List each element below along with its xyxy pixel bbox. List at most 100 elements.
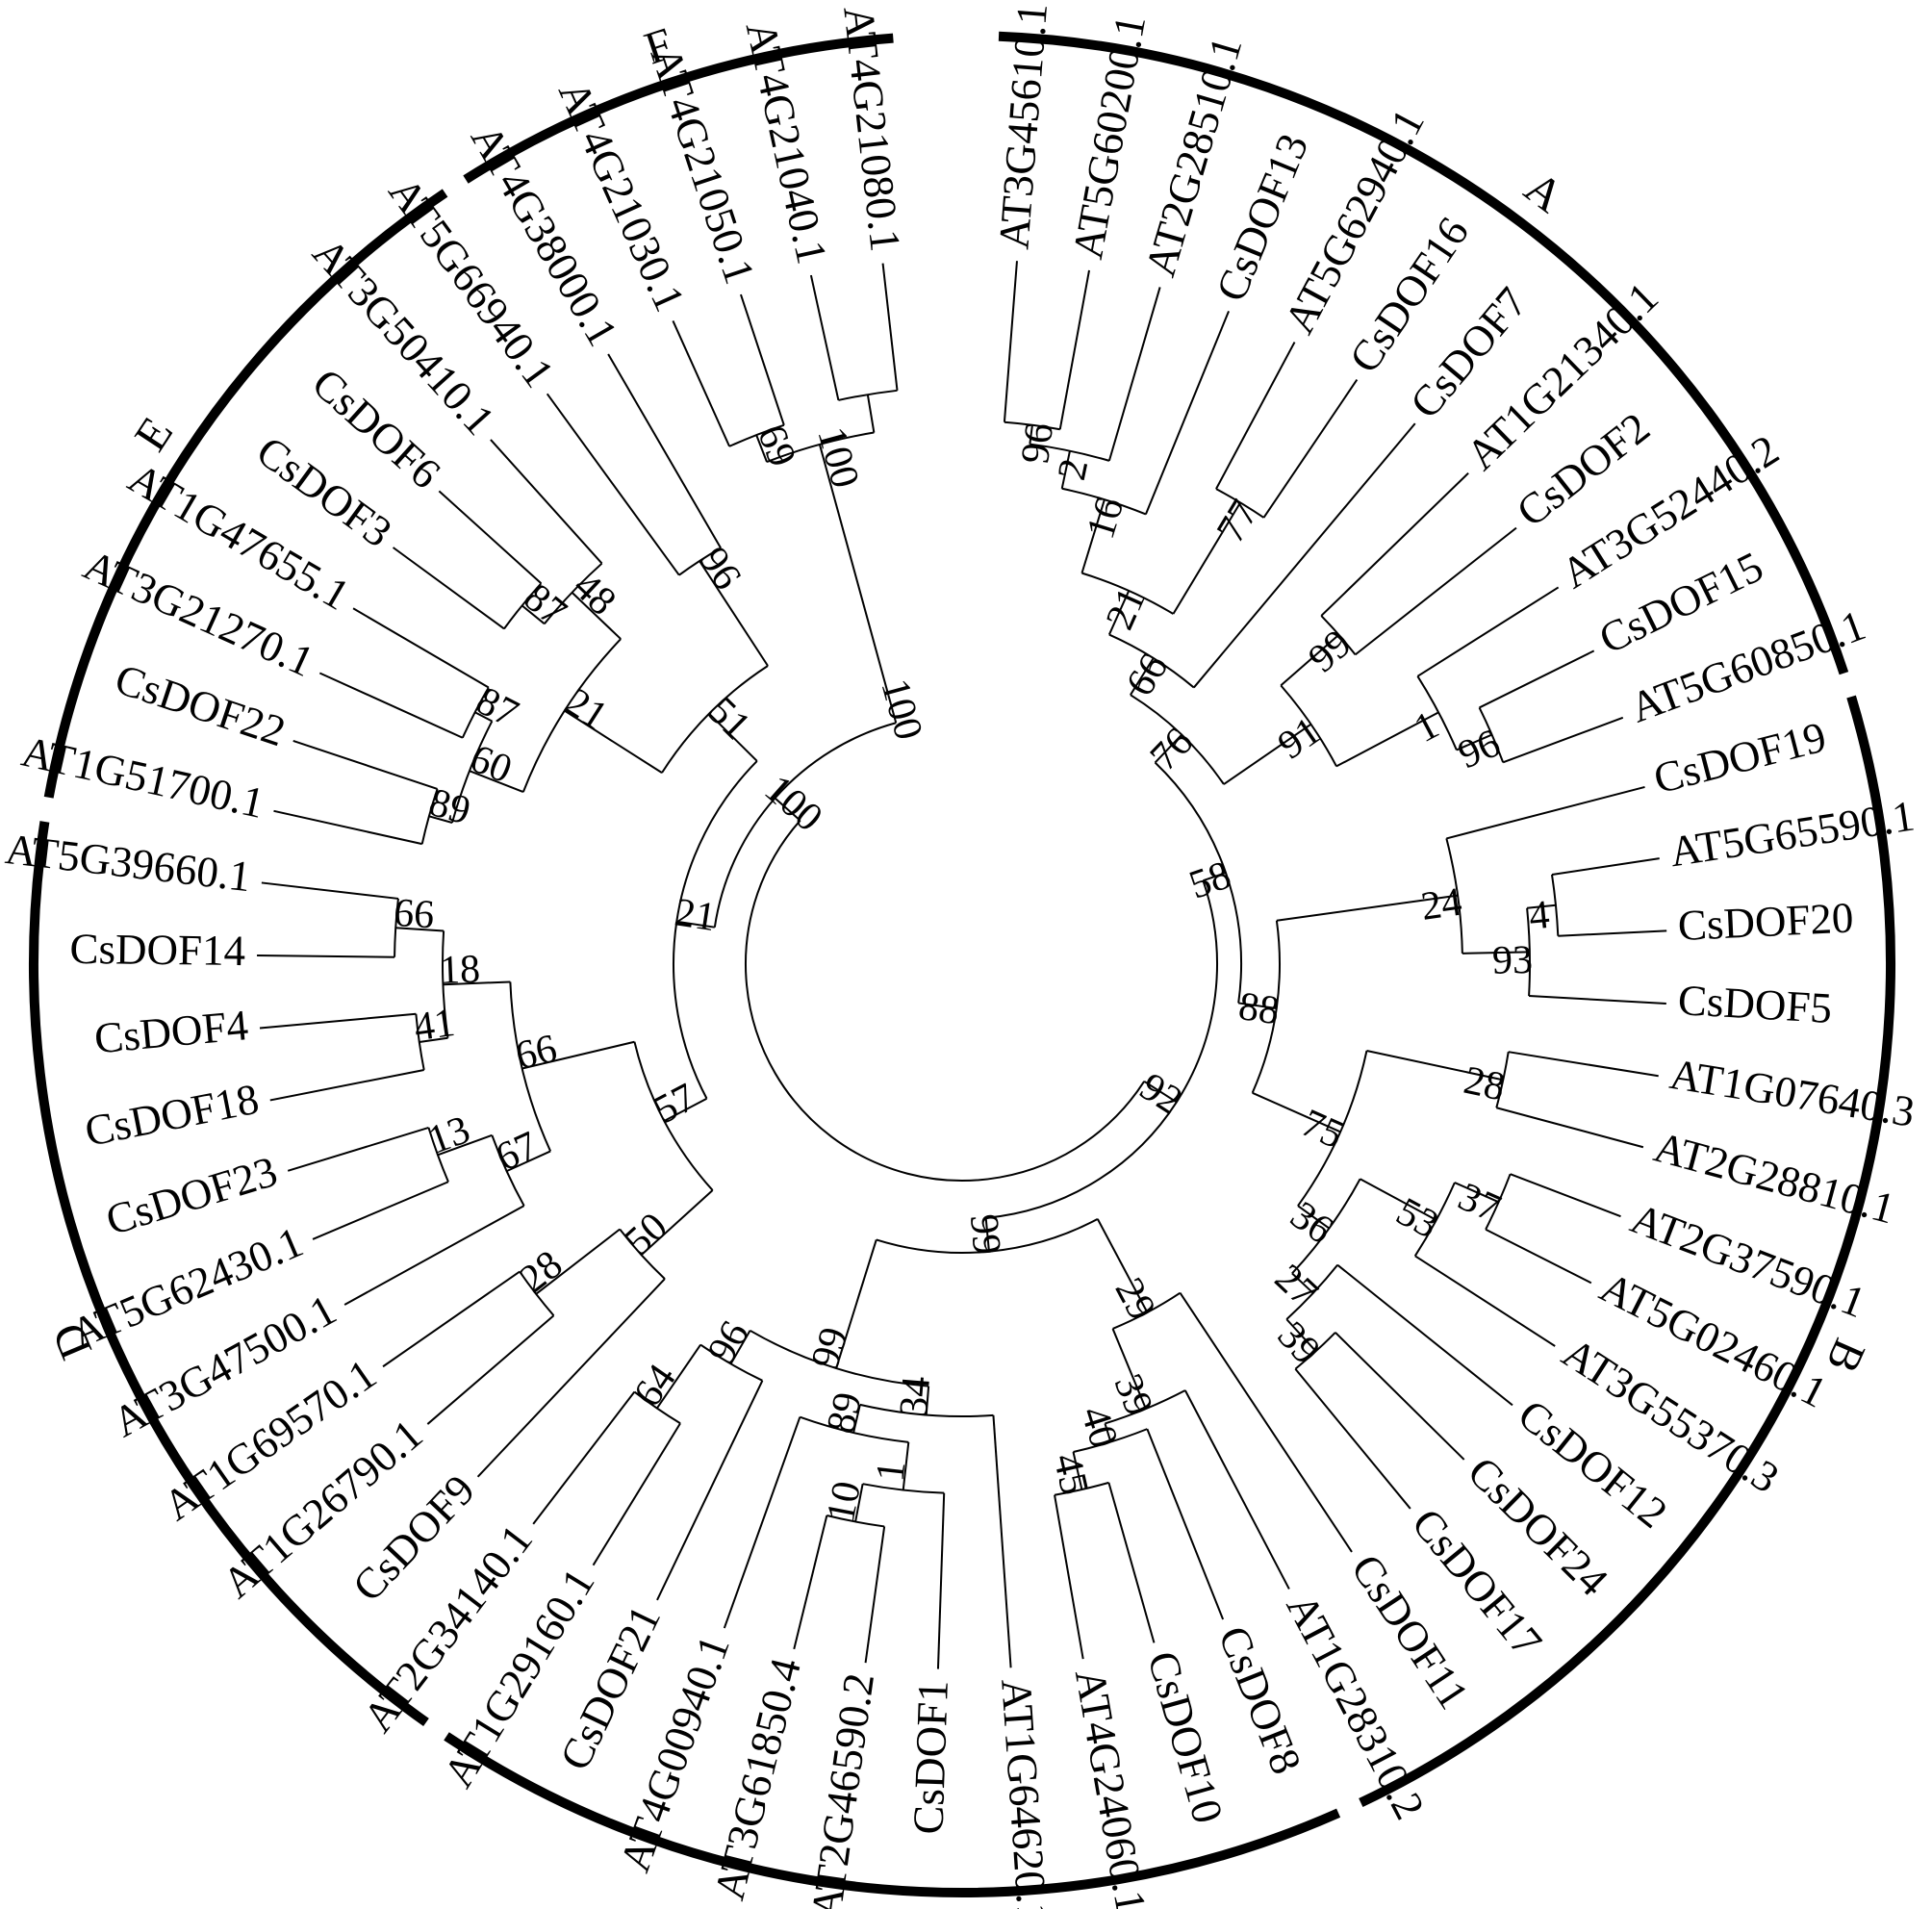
leaf-branch [1107, 1482, 1156, 1643]
leaf-branch [261, 881, 399, 900]
internal-branch [852, 1404, 861, 1434]
internal-branch [1297, 1205, 1331, 1230]
internal-branch [1080, 498, 1106, 573]
leaf-branch [490, 439, 603, 565]
bootstrap-value: 51 [699, 689, 758, 749]
bootstrap-value: 93 [1491, 938, 1533, 983]
leaf-branch [392, 547, 505, 630]
bootstrap-value: 21 [1098, 581, 1155, 636]
bootstrap-value: 92 [1132, 1064, 1190, 1123]
internal-branch [395, 927, 445, 932]
internal-branch [437, 1133, 493, 1157]
internal-branch [1462, 951, 1530, 954]
leaf-branch [592, 1422, 681, 1566]
leaf-branch [1294, 1368, 1411, 1510]
leaf-branch [1144, 310, 1230, 515]
internal-branch [676, 920, 715, 929]
internal-branch [887, 695, 898, 724]
leaf-branch [273, 809, 422, 846]
node-arc [1108, 633, 1195, 689]
internal-branch [663, 1097, 708, 1122]
bootstrap-value: 18 [439, 947, 481, 993]
bootstrap-value: 100 [808, 422, 867, 493]
clade-arc-E [43, 189, 448, 799]
leaf-branch [1416, 586, 1560, 677]
clade-arc-C [444, 1732, 1341, 1897]
leaf-branch [992, 1414, 1012, 1668]
leaf-branch [1558, 929, 1667, 937]
leaf-label: CsDOF4 [92, 1001, 250, 1062]
node-arc [1004, 420, 1060, 431]
internal-branch [1456, 733, 1492, 751]
internal-branch [1252, 1091, 1341, 1133]
internal-branch [699, 560, 769, 667]
leaf-label: AT4G21080.1 [834, 4, 910, 254]
internal-branch [835, 1239, 877, 1369]
clade-label-A: A [1515, 162, 1573, 222]
internal-branch [1238, 1002, 1277, 1010]
bootstrap-value: 29 [1106, 1271, 1164, 1328]
node-arc [633, 1041, 714, 1191]
node-arc [491, 1134, 525, 1207]
leaf-branch [546, 393, 680, 576]
internal-branch [521, 1040, 635, 1070]
clade-arc-B [1359, 695, 1896, 1808]
internal-branch [818, 444, 890, 696]
leaf-label: AT4G24060.1 [1066, 1666, 1156, 1909]
leaf-branch [382, 1270, 521, 1368]
clade-arc-D [29, 821, 429, 1727]
bootstrap-value: 96 [1013, 420, 1062, 467]
bootstrap-value: 50 [617, 1205, 676, 1264]
bootstrap-value: 34 [892, 1375, 939, 1419]
leaf-label: CsDOF20 [1677, 894, 1855, 951]
node-arc [661, 665, 769, 774]
bootstrap-value: 1 [868, 1459, 914, 1484]
internal-branch [535, 1228, 621, 1295]
bootstrap-value: 100 [756, 767, 831, 840]
bootstrap-value: 60 [464, 736, 518, 792]
bootstrap-value: 66 [393, 891, 436, 938]
node-arc [1413, 1182, 1456, 1257]
bootstrap-value: 99 [961, 1212, 1009, 1257]
bootstrap-value: 87 [515, 575, 574, 635]
internal-branch [469, 770, 524, 794]
node-arc [1280, 684, 1337, 767]
node-arc [1081, 572, 1174, 615]
internal-branch [729, 1330, 751, 1364]
clade-arc-A [998, 31, 1849, 675]
bootstrap-value: 87 [469, 678, 524, 736]
internal-branch [1280, 633, 1340, 687]
bootstrap-value: 16 [1079, 493, 1132, 545]
leaf-label: CsDOF18 [81, 1075, 263, 1156]
node-arc [1291, 1178, 1361, 1275]
leaf-branch [1262, 379, 1359, 519]
bootstrap-value: 96 [690, 540, 749, 598]
bootstrap-value: 24 [1418, 880, 1464, 929]
leaf-branch [864, 1526, 886, 1664]
leaf-label: CsDOF10 [1138, 1646, 1233, 1828]
node-arc [1105, 1389, 1186, 1425]
internal-branch [506, 1150, 551, 1173]
node-arc [1285, 1264, 1338, 1320]
internal-branch [1291, 1272, 1314, 1294]
node-arc [1416, 675, 1458, 751]
node-arc [509, 981, 552, 1152]
bootstrap-value: 96 [1452, 721, 1507, 777]
leaf-branch [438, 490, 543, 584]
internal-branch [1072, 1451, 1083, 1490]
node-arc [1130, 694, 1225, 785]
bootstrap-value: 66 [1118, 647, 1177, 704]
leaf-label: AT2G46590.2 [801, 1670, 883, 1909]
node-arc [1154, 761, 1243, 1004]
internal-branch [1276, 894, 1459, 922]
node-arc [876, 1218, 1099, 1254]
leaf-branch [1193, 422, 1416, 689]
leaf-branch [343, 1205, 525, 1306]
leaf-branch [656, 1380, 764, 1601]
leaf-label: CsDOF23 [100, 1147, 282, 1244]
internal-branch [1060, 450, 1071, 489]
node-arc [766, 431, 875, 464]
bootstrap-value: 69 [749, 420, 804, 473]
leaf-branch [1485, 1228, 1592, 1285]
